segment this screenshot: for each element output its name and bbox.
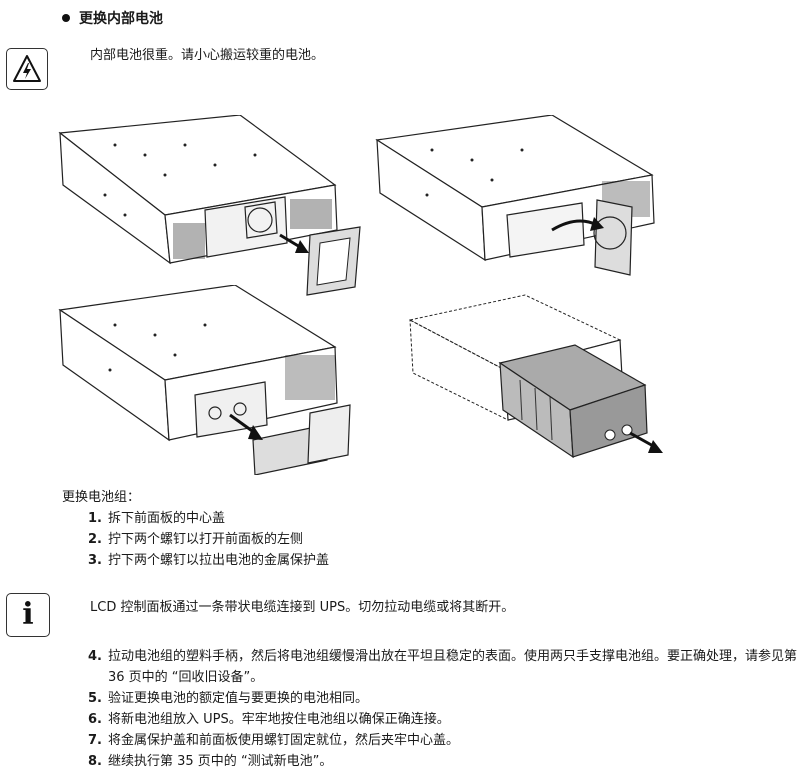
bullet-icon xyxy=(62,14,70,22)
figure-pull-out-battery xyxy=(408,294,663,459)
electrical-hazard-icon xyxy=(6,48,48,90)
section-title-text: 更换内部电池 xyxy=(79,11,163,27)
info-text: LCD 控制面板通过一条带状电缆连接到 UPS。切勿拉动电缆或将其断开。 xyxy=(90,600,515,615)
figure-remove-metal-cover xyxy=(58,285,351,475)
warning-text: 内部电池很重。请小心搬运较重的电池。 xyxy=(90,48,325,63)
list-item: 5.验证更换电池的额定值与要更换的电池相同。 xyxy=(88,691,369,706)
section-title: 更换内部电池 xyxy=(62,8,163,28)
figure-remove-center-cover xyxy=(58,115,361,296)
intro-text: 更换电池组： xyxy=(62,490,141,505)
list-item: 6.将新电池组放入 UPS。牢牢地按住电池组以确保正确连接。 xyxy=(88,712,450,727)
figure-open-front-panel xyxy=(375,115,655,276)
info-icon: i xyxy=(6,593,50,637)
list-item: 2.拧下两个螺钉以打开前面板的左侧 xyxy=(88,532,304,547)
list-item: 7.将金属保护盖和前面板使用螺钉固定就位，然后夹牢中心盖。 xyxy=(88,733,460,748)
list-item: 8.继续执行第 35 页中的 “测试新电池”。 xyxy=(88,754,333,769)
steps-list-b: 4.拉动电池组的塑料手柄，然后将电池组缓慢滑出放在平坦且稳定的表面。使用两只手支… xyxy=(88,646,800,772)
list-item: 1.拆下前面板的中心盖 xyxy=(88,511,226,526)
steps-list-a: 1.拆下前面板的中心盖 2.拧下两个螺钉以打开前面板的左侧 3.拧下两个螺钉以拉… xyxy=(88,508,329,571)
list-item: 3.拧下两个螺钉以拉出电池的金属保护盖 xyxy=(88,553,330,568)
list-item: 4.拉动电池组的塑料手柄，然后将电池组缓慢滑出放在平坦且稳定的表面。使用两只手支… xyxy=(88,649,798,685)
